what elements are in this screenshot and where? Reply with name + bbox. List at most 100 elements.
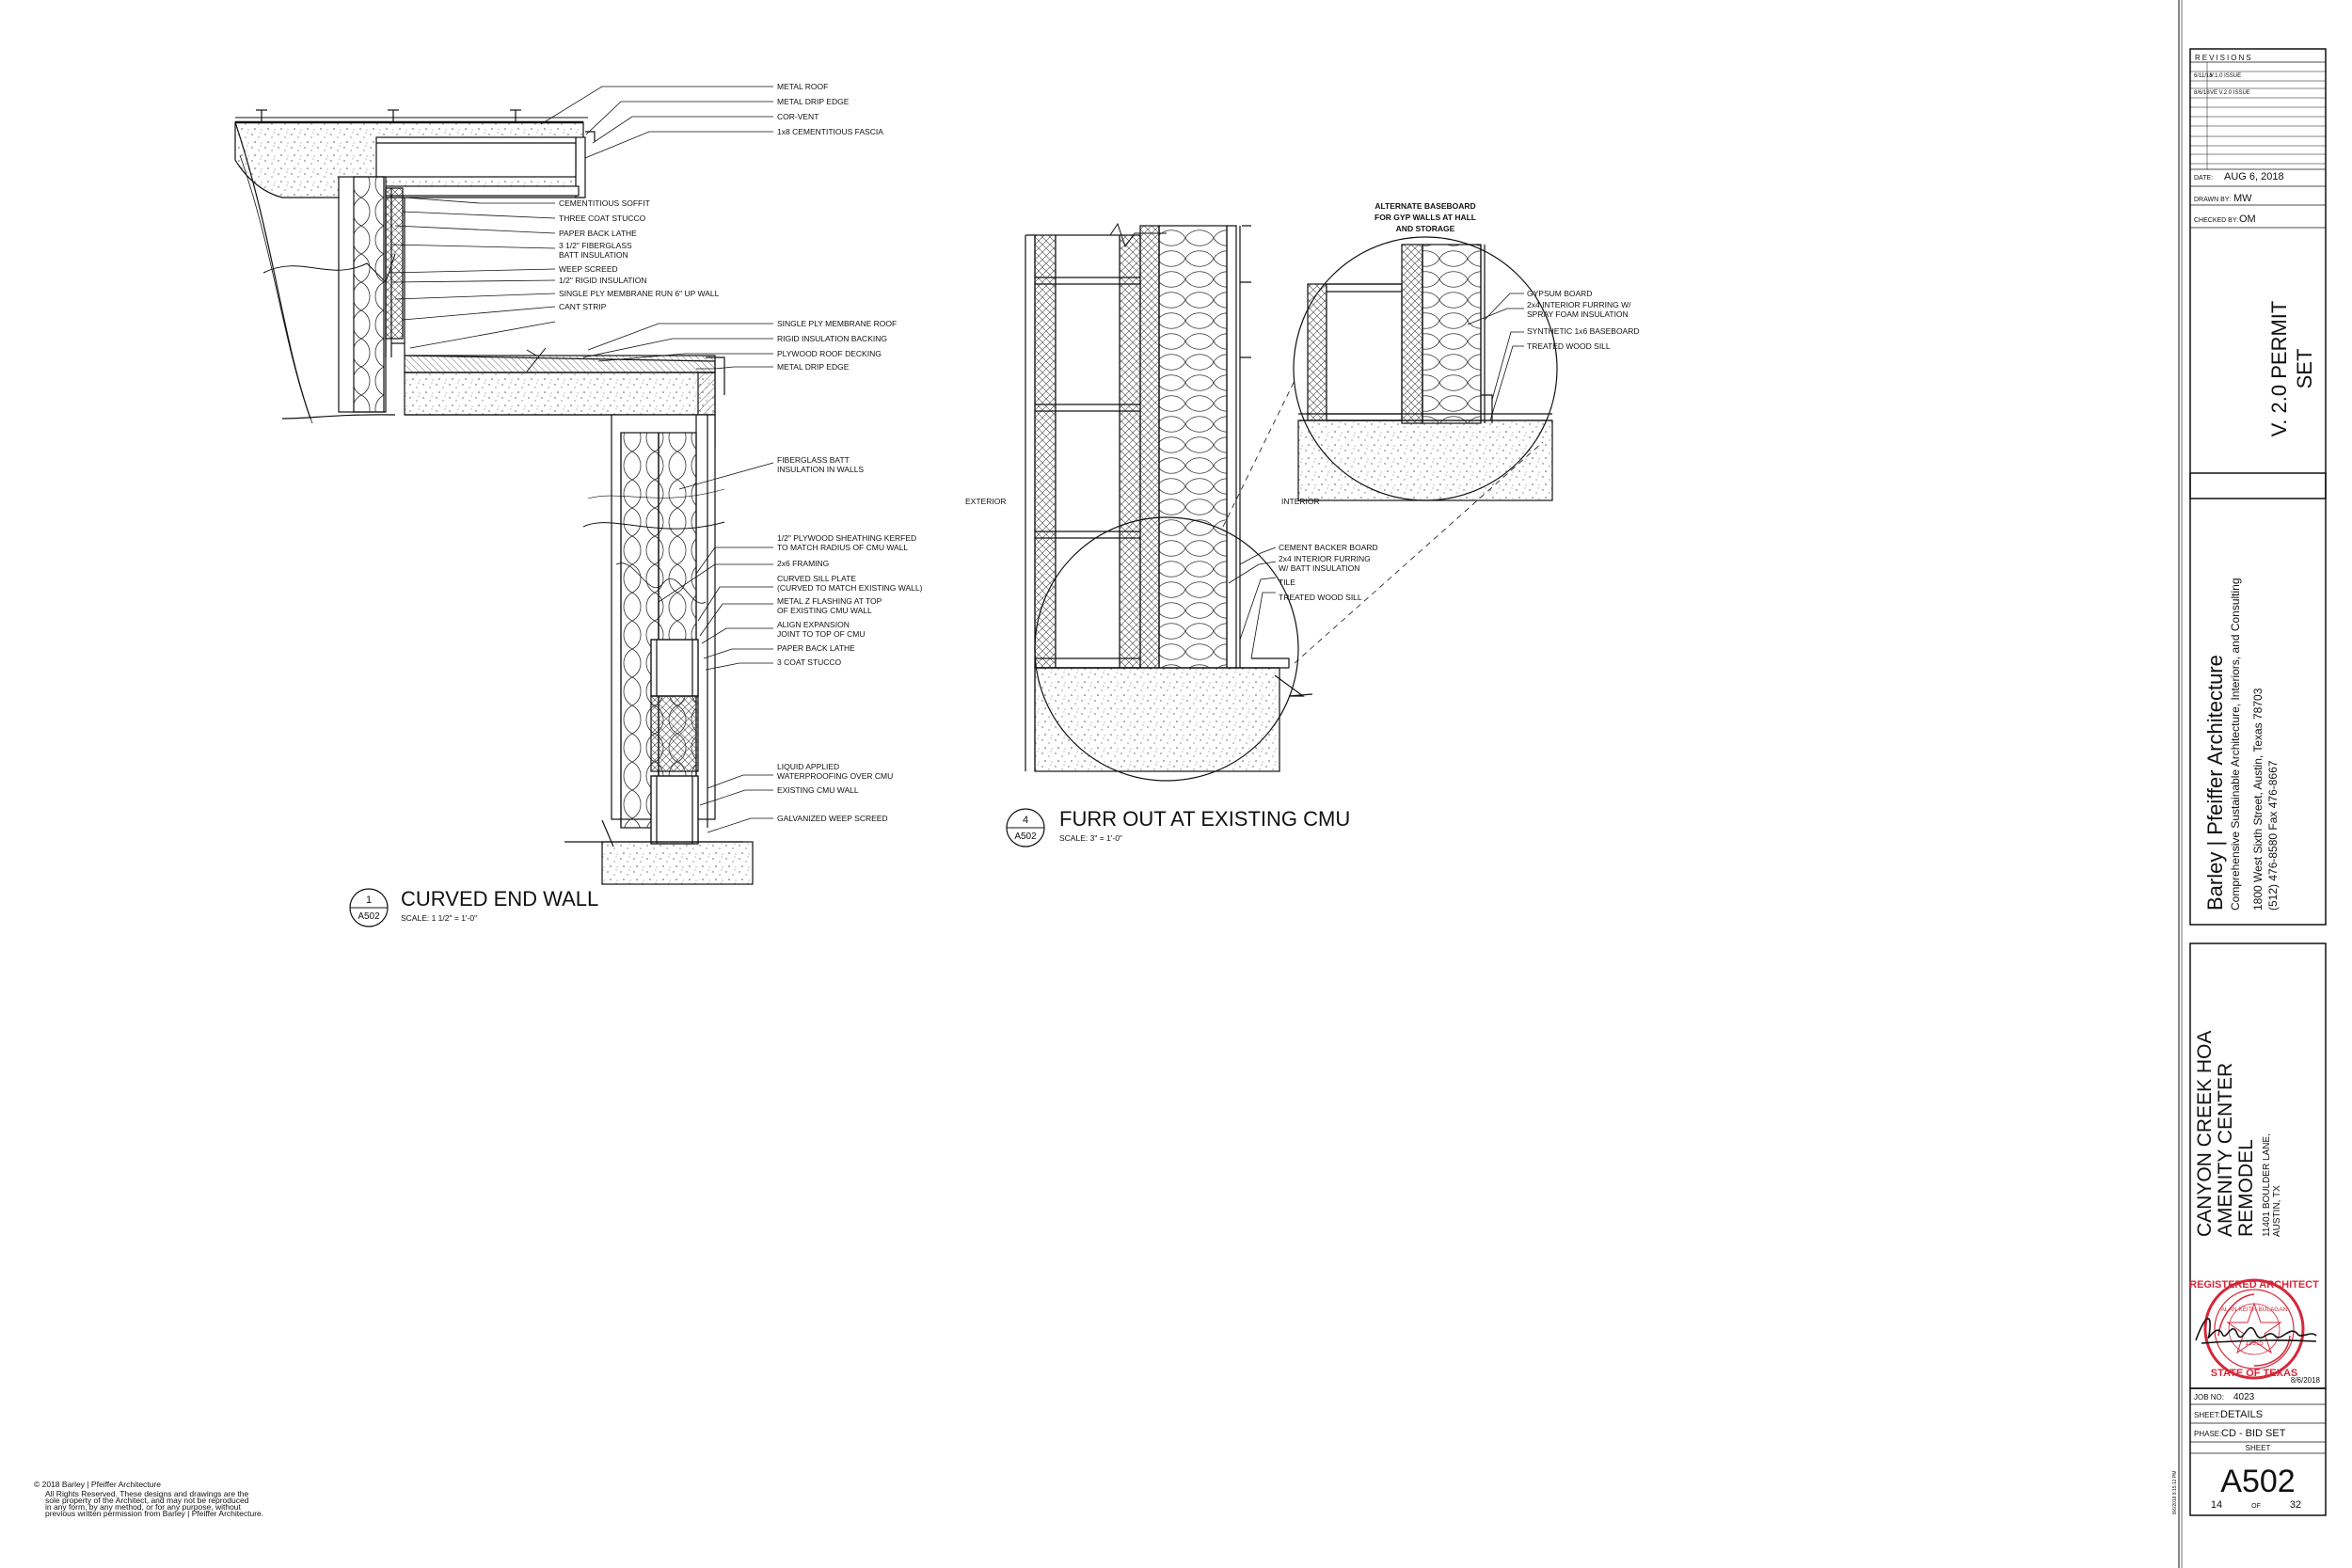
label-curved-sill-plate-note: (CURVED TO MATCH EXISTING WALL) (777, 583, 923, 593)
detail-4-number: 4 (1023, 815, 1028, 826)
label-insulation-in-walls: INSULATION IN WALLS (777, 465, 864, 474)
label-paper-back-lathe: PAPER BACK LATHE (559, 229, 637, 238)
detail-1-number: 1 (366, 895, 372, 906)
label-batt-insulation-4: W/ BATT INSULATION (1279, 563, 1359, 573)
label-exterior: EXTERIOR (965, 497, 1006, 506)
label-rigid-insulation: 1/2" RIGID INSULATION (559, 276, 647, 285)
label-galvanized-weep: GALVANIZED WEEP SCREED (777, 814, 888, 823)
firm-tagline: Comprehensive Sustainable Architecture, … (2229, 578, 2242, 911)
firm-phone: (512) 476-8580 Fax 476-8667 (2266, 760, 2280, 911)
label-spray-foam: SPRAY FOAM INSULATION (1527, 309, 1629, 319)
label-metal-drip-edge-2: METAL DRIP EDGE (777, 362, 850, 372)
svg-text:sole property of the Architect: sole property of the Architect, and may … (45, 1496, 249, 1505)
detail-1-title: 1 A502 CURVED END WALL SCALE: 1 1/2" = 1… (349, 887, 598, 927)
svg-text:previous written permission fr: previous written permission from Barley … (45, 1509, 263, 1518)
label-3-coat-stucco: 3 COAT STUCCO (777, 657, 842, 667)
stamp-top-text: REGISTERED ARCHITECT (2189, 1279, 2319, 1291)
label-joint-to-top: JOINT TO TOP OF CMU (777, 629, 866, 639)
label-fiberglass: 3 1/2" FIBERGLASS (559, 241, 632, 250)
phase-label: PHASE: (2194, 1430, 2221, 1438)
detail-1-sheet-ref: A502 (358, 911, 380, 922)
label-rigid-backing: RIGID INSULATION BACKING (777, 334, 887, 343)
alt-title-line-3: AND STORAGE (1396, 224, 1455, 233)
label-existing-cmu: EXISTING CMU WALL (777, 785, 859, 795)
print-stamp: 8/6/2018 8:15:12 PM (2172, 1471, 2178, 1514)
label-membrane-run-up: SINGLE PLY MEMBRANE RUN 6" UP WALL (559, 289, 720, 298)
of-label: OF (2251, 1503, 2261, 1510)
revision-2-date: 8/6/18 (2194, 90, 2210, 96)
date-value: AUG 6, 2018 (2224, 171, 2284, 182)
label-curved-sill-plate: CURVED SILL PLATE (777, 574, 856, 583)
firm-name: Barley | Pfeiffer Architecture (2203, 655, 2227, 911)
sheet-heading: SHEET (2246, 1444, 2271, 1452)
label-fiberglass-batt: FIBERGLASS BATT (777, 455, 850, 465)
project-address-line-1: 11401 BOULDER LANE, (2262, 1133, 2272, 1237)
detail-4-leaders (1228, 293, 1524, 659)
detail-1-title-text: CURVED END WALL (401, 887, 598, 911)
phase-value: CD - BID SET (2221, 1428, 2286, 1439)
revision-1-desc: V.1.0 ISSUE (2210, 73, 2241, 79)
label-metal-roof: METAL ROOF (777, 82, 828, 91)
label-batt-insulation: BATT INSULATION (559, 250, 628, 260)
label-metal-z-flashing: METAL Z FLASHING AT TOP (777, 596, 882, 606)
label-fascia: 1x8 CEMENTITIOUS FASCIA (777, 127, 883, 136)
label-cementitious-soffit: CEMENTITIOUS SOFFIT (559, 198, 650, 208)
project-info: CANYON CREEK HOA AMENITY CENTER REMODEL … (2194, 1031, 2282, 1237)
sheet-total: 32 (2290, 1499, 2301, 1511)
svg-text:All Rights Reserved. These des: All Rights Reserved. These designs and d… (45, 1489, 249, 1498)
label-waterproofing: WATERPROOFING OVER CMU (777, 771, 893, 781)
alt-title-line-2: FOR GYP WALLS AT HALL (1375, 213, 1476, 222)
copyright-note: © 2018 Barley | Pfeiffer Architecture Al… (34, 1480, 263, 1518)
sheet-value: DETAILS (2220, 1409, 2263, 1420)
label-top-of-cmu: OF EXISTING CMU WALL (777, 606, 872, 615)
detail-4-scale: SCALE: 3" = 1'-0" (1059, 833, 1122, 843)
label-weep-screed: WEEP SCREED (559, 264, 618, 274)
svg-text:in any form, by any method, or: in any form, by any method, or for any p… (45, 1502, 242, 1512)
sheet-number: A502 (2220, 1464, 2295, 1499)
label-cant-strip: CANT STRIP (559, 302, 607, 311)
label-treated-sill: TREATED WOOD SILL (1279, 593, 1362, 602)
title-block-text: REVISIONS 6/11/18 V.1.0 ISSUE 8/6/18 VE … (2172, 54, 2321, 1514)
label-cor-vent: COR-VENT (777, 112, 818, 121)
label-membrane-roof: SINGLE PLY MEMBRANE ROOF (777, 319, 897, 328)
label-align-expansion: ALIGN EXPANSION (777, 620, 850, 629)
svg-text:© 2018 Barley | Pfeiffer Archi: © 2018 Barley | Pfeiffer Architecture (34, 1480, 161, 1489)
detail-4-sheet-ref: A502 (1014, 832, 1037, 842)
drawn-by-label: DRAWN BY: (2194, 197, 2231, 203)
sheet-index: 14 (2211, 1499, 2222, 1511)
job-no-label: JOB NO: (2194, 1393, 2224, 1402)
project-name-line-3: REMODEL (2235, 1139, 2257, 1237)
detail-1-labels: METAL ROOF METAL DRIP EDGE COR-VENT 1x8 … (559, 82, 923, 823)
label-synthetic-baseboard: SYNTHETIC 1x6 BASEBOARD (1527, 326, 1640, 336)
architect-signature (2195, 1318, 2317, 1344)
checked-by-label: CHECKED BY: (2194, 217, 2238, 224)
label-gypsum-board: GYPSUM BOARD (1527, 289, 1592, 298)
alt-title-line-1: ALTERNATE BASEBOARD (1375, 201, 1475, 211)
title-block (2178, 0, 2327, 1568)
stamp-bottom-text: STATE OF TEXAS (2211, 1368, 2298, 1379)
label-match-radius: TO MATCH RADIUS OF CMU WALL (777, 543, 908, 552)
sheet-label: SHEET: (2194, 1411, 2220, 1419)
detail-4-drawing (1025, 222, 1558, 782)
firm-info: Barley | Pfeiffer Architecture Comprehen… (2203, 578, 2280, 911)
detail-4-title: 4 A502 FURR OUT AT EXISTING CMU SCALE: 3… (1006, 807, 1350, 847)
label-treated-sill-alt: TREATED WOOD SILL (1527, 341, 1611, 351)
label-three-coat-stucco: THREE COAT STUCCO (559, 214, 646, 223)
checked-by-value: OM (2239, 214, 2256, 225)
detail-1-scale: SCALE: 1 1/2" = 1'-0" (401, 913, 477, 923)
revisions-heading: REVISIONS (2195, 54, 2253, 62)
firm-address: 1800 West Sixth Street, Austin, Texas 78… (2251, 688, 2265, 911)
revision-1-date: 6/11/18 (2194, 73, 2213, 79)
project-address-line-2: AUSTIN, TX (2272, 1185, 2282, 1237)
label-2x6-framing: 2x6 FRAMING (777, 559, 829, 568)
revision-2-desc: VE V.2.0 ISSUE (2210, 90, 2250, 96)
label-cement-backer: CEMENT BACKER BOARD (1279, 543, 1378, 552)
detail-1-leaders (389, 86, 774, 833)
detail-4-labels: EXTERIOR INTERIOR ALTERNATE BASEBOARD FO… (965, 201, 1640, 602)
label-plywood-sheathing: 1/2" PLYWOOD SHEATHING KERFED (777, 533, 916, 543)
drawn-by-value: MW (2233, 193, 2252, 204)
label-metal-drip-edge: METAL DRIP EDGE (777, 97, 850, 106)
job-no-value: 4023 (2233, 1392, 2255, 1402)
registered-architect-stamp: REGISTERED ARCHITECT ALAN KEITH BULAGAN … (2189, 1278, 2319, 1380)
